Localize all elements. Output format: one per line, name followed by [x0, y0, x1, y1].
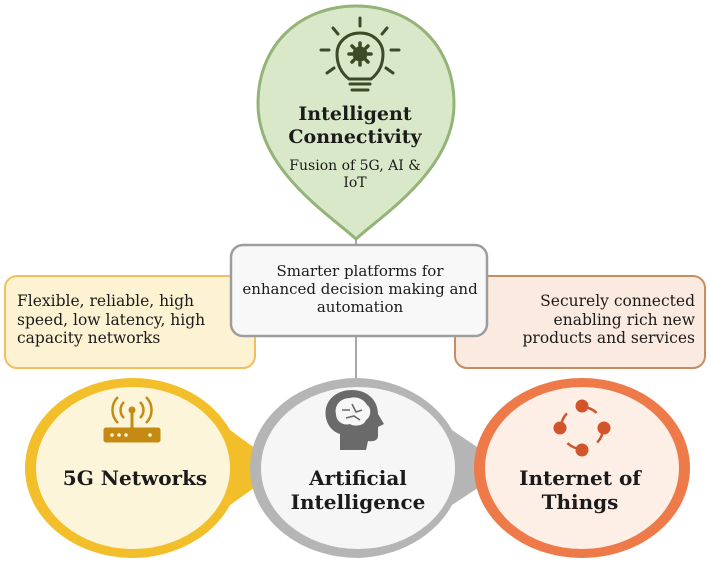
top-subtitle: Fusion of 5G, AI & IoT [289, 158, 421, 191]
head-brain-icon [325, 390, 384, 450]
lightbulb-gear-icon [319, 16, 401, 92]
top-title: Intelligent Connectivity [288, 103, 422, 148]
left-box-text: Flexible, reliable, high speed, low late… [17, 292, 206, 348]
5g-circle [25, 378, 282, 558]
iot-circle [474, 378, 690, 558]
center-box-shape [229, 243, 489, 338]
ai-circle-title: Artificial Intelligence [290, 466, 426, 514]
5g-circle-title: 5G Networks [62, 466, 208, 490]
ai-circle [250, 378, 508, 558]
right-box-text: Securely connected enabling rich new pro… [522, 292, 696, 348]
center-box-text: Smarter platforms for enhanced decision … [242, 262, 478, 316]
iot-circle-title: Internet of Things [519, 466, 641, 514]
network-nodes-icon [553, 399, 611, 457]
top-teardrop-shape [256, 4, 456, 242]
router-icon [103, 396, 161, 443]
